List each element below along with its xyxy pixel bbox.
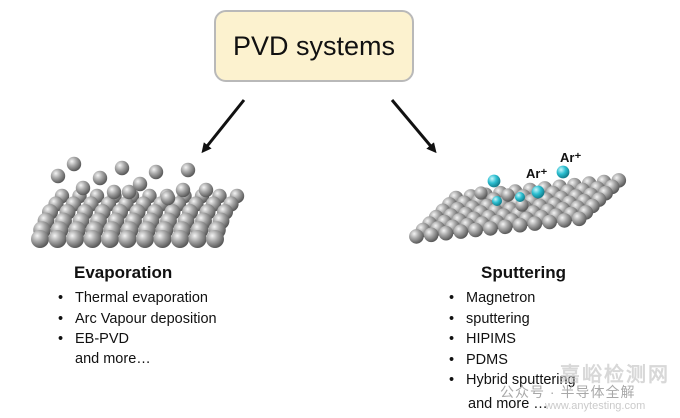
evaporation-more: and more… bbox=[75, 351, 151, 367]
substrate-atom bbox=[101, 230, 119, 248]
arrow-left bbox=[201, 99, 246, 154]
target-atom bbox=[542, 214, 557, 230]
vapor-atom bbox=[160, 190, 176, 206]
sputtering-list: Magnetron sputtering HIPIMS PDMS Hybrid … bbox=[449, 288, 576, 391]
ion-label-1: Ar⁺ bbox=[526, 166, 547, 181]
substrate-atom bbox=[188, 230, 207, 248]
sputtering-item-text: sputtering bbox=[466, 310, 530, 327]
vapor-atom bbox=[50, 168, 66, 184]
evaporation-item: Thermal evaporation bbox=[58, 288, 217, 309]
target-atom bbox=[512, 217, 528, 233]
target-atom bbox=[423, 227, 439, 243]
vapor-atom bbox=[106, 184, 122, 200]
title-box: PVD systems bbox=[214, 10, 414, 82]
sputtering-atoms bbox=[409, 165, 627, 244]
substrate-atom bbox=[66, 230, 84, 248]
substrate-atom bbox=[206, 230, 224, 248]
argon-ion bbox=[492, 196, 502, 206]
substrate-atom bbox=[48, 230, 67, 248]
vapor-atom bbox=[92, 170, 108, 186]
target-atom bbox=[571, 211, 587, 227]
substrate-atom bbox=[136, 230, 154, 248]
sputtering-heading: Sputtering bbox=[481, 263, 566, 282]
argon-ion bbox=[556, 165, 570, 179]
watermark-url: www.anytesting.com bbox=[545, 400, 646, 412]
vapor-atom bbox=[75, 180, 91, 196]
vapor-atom bbox=[121, 184, 137, 200]
watermark-account: 公众号 · 半导体全解 bbox=[500, 384, 636, 400]
sputtering-more: and more … bbox=[468, 396, 548, 412]
argon-ion bbox=[531, 185, 545, 199]
sputtering-item: Magnetron bbox=[449, 288, 576, 309]
substrate-atom bbox=[153, 230, 172, 248]
argon-ion bbox=[487, 174, 501, 188]
target-atom bbox=[483, 221, 498, 236]
target-atom bbox=[557, 213, 572, 228]
ion-label-2: Ar⁺ bbox=[560, 150, 581, 165]
vapor-atom bbox=[148, 164, 164, 180]
target-atom bbox=[468, 222, 483, 238]
substrate-atom bbox=[171, 230, 189, 248]
evaporation-item: Arc Vapour deposition bbox=[58, 309, 217, 330]
substrate-atom bbox=[118, 230, 137, 248]
title-text: PVD systems bbox=[232, 30, 396, 61]
target-atom bbox=[527, 216, 543, 231]
target-atom bbox=[409, 229, 424, 244]
vapor-atom bbox=[175, 182, 191, 198]
target-atom bbox=[453, 224, 469, 239]
evaporation-atoms bbox=[31, 156, 245, 248]
vapor-atom bbox=[132, 176, 148, 192]
vapor-atom bbox=[66, 156, 82, 172]
evaporation-list: Thermal evaporation Arc Vapour depositio… bbox=[58, 288, 217, 350]
watermark-brand: 嘉峪检测网 bbox=[560, 364, 670, 386]
vapor-atom bbox=[180, 162, 196, 178]
target-atom bbox=[438, 225, 454, 241]
argon-ion bbox=[515, 192, 525, 202]
arrow-right bbox=[390, 99, 437, 154]
sputtering-item: Hybrid sputtering bbox=[449, 370, 576, 391]
sputtered-atom bbox=[501, 188, 515, 202]
substrate-atom bbox=[83, 230, 102, 248]
sputtering-item-continued: sputtering bbox=[449, 309, 576, 330]
sputtered-atom bbox=[474, 186, 488, 200]
substrate-atom bbox=[31, 230, 49, 248]
vapor-atom bbox=[198, 182, 214, 198]
target-atom bbox=[497, 219, 513, 235]
evaporation-item: EB-PVD bbox=[58, 329, 217, 350]
sputtering-item: HIPIMS bbox=[449, 329, 576, 350]
vapor-atom bbox=[114, 160, 130, 176]
evaporation-heading: Evaporation bbox=[74, 263, 173, 282]
sputtering-item: PDMS bbox=[449, 350, 576, 371]
